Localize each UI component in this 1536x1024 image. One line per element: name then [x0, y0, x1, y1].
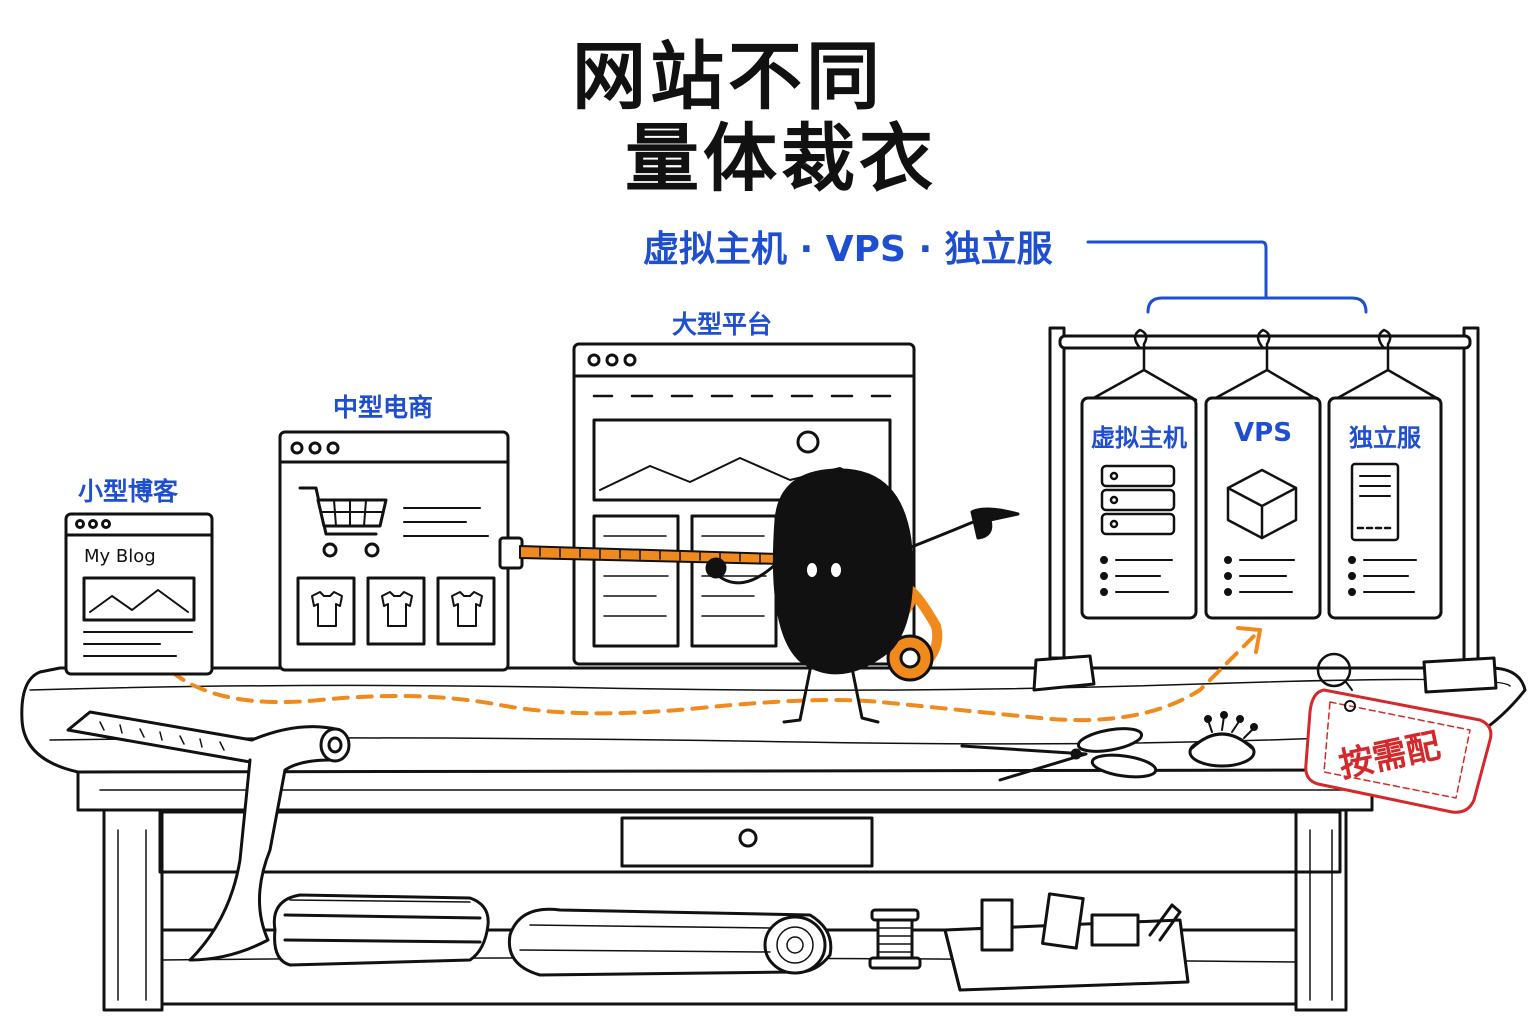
small-blog-label: 小型博客	[78, 477, 179, 506]
blog-title: My Blog	[84, 546, 156, 567]
card-label-dedicated: 独立服	[1349, 424, 1421, 452]
pin-cushion	[1188, 711, 1258, 768]
subtitle: 虚拟主机 · VPS · 独立服	[643, 229, 1053, 270]
title-line-1: 网站不同	[572, 34, 884, 120]
growth-path	[170, 630, 1260, 723]
card-label-virtual-host: 虚拟主机	[1091, 424, 1187, 452]
clothes-rack	[1032, 326, 1498, 694]
medium-shop-label: 中型电商	[333, 393, 434, 422]
mascot-character	[705, 468, 1020, 724]
sewing-box	[943, 892, 1190, 992]
thread-spool	[868, 908, 922, 970]
price-tag	[1304, 652, 1493, 814]
folded-fabric-stack	[272, 893, 490, 967]
tower-server-icon	[1350, 462, 1400, 542]
cube-icon	[1226, 468, 1298, 540]
fabric-roll	[507, 907, 833, 977]
paper-roll	[188, 725, 351, 962]
small-blog-window	[64, 512, 214, 676]
card-label-vps: VPS	[1234, 418, 1292, 448]
title-line-2: 量体裁衣	[625, 116, 937, 202]
scissors	[960, 727, 1158, 782]
large-platform-label: 大型平台	[672, 310, 773, 339]
measuring-tape	[498, 536, 943, 682]
medium-shop-window	[278, 430, 510, 672]
subtitle-bracket	[1086, 240, 1368, 314]
server-stack-icon	[1100, 464, 1176, 536]
